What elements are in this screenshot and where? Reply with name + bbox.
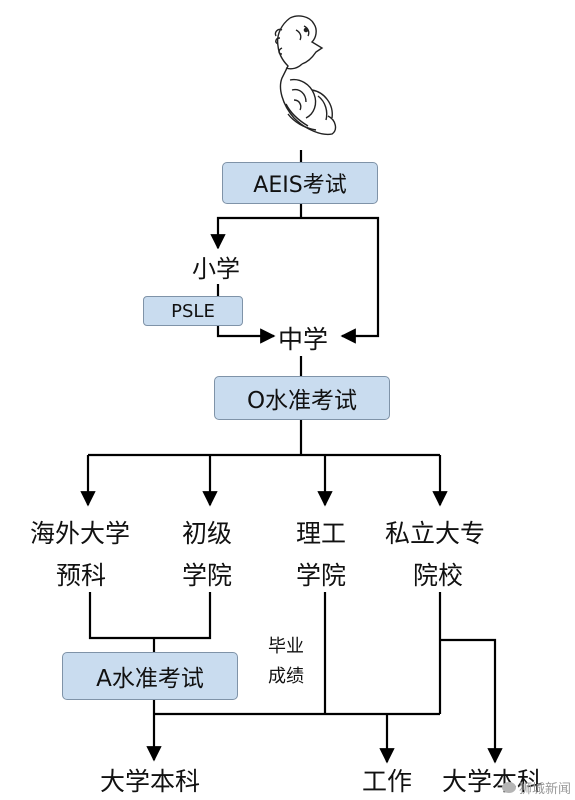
edge-aeis-secondary (301, 216, 380, 344)
wechat-icon (502, 782, 516, 793)
private-college-line1: 私立大专 (385, 519, 486, 548)
undergraduate-right-label: 大学本科 (442, 767, 543, 796)
polytechnic-line2: 学院 (296, 561, 347, 590)
private-college-line2: 院校 (413, 561, 464, 590)
edge-foreign-prep-join (88, 592, 212, 640)
watermark: 狮城新闻 (502, 778, 571, 797)
edge-psle-secondary (216, 326, 276, 344)
a-level-exam-box: A水准考试 (62, 652, 238, 700)
graduation-grades-line1: 毕业 (268, 636, 304, 657)
foreign-prep-line1: 海外大学 (30, 519, 131, 548)
aeis-exam-box: AEIS考试 (222, 162, 378, 204)
junior-college-line2: 学院 (182, 561, 233, 590)
primary-school-label: 小学 (192, 249, 240, 284)
merlion-icon (274, 15, 337, 136)
aeis-exam-label: AEIS考试 (253, 173, 347, 198)
edge-private-undergrad (440, 638, 503, 764)
a-level-exam-label: A水准考试 (96, 666, 204, 692)
watermark-text: 狮城新闻 (519, 782, 572, 797)
psle-label: PSLE (171, 300, 215, 322)
polytechnic-line1: 理工 (296, 519, 347, 548)
o-level-exam-label: O水准考试 (246, 388, 358, 414)
edge-aeis-primary (210, 216, 301, 250)
o-level-exam-box: O水准考试 (214, 376, 390, 420)
psle-box: PSLE (143, 296, 243, 326)
undergraduate-left-label: 大学本科 (100, 767, 201, 796)
graduation-grades-line2: 成绩 (268, 666, 304, 687)
junior-college-line1: 初级 (182, 519, 233, 548)
foreign-prep-line2: 预科 (56, 561, 107, 590)
work-label: 工作 (362, 767, 413, 796)
secondary-school-label: 中学 (278, 320, 329, 356)
